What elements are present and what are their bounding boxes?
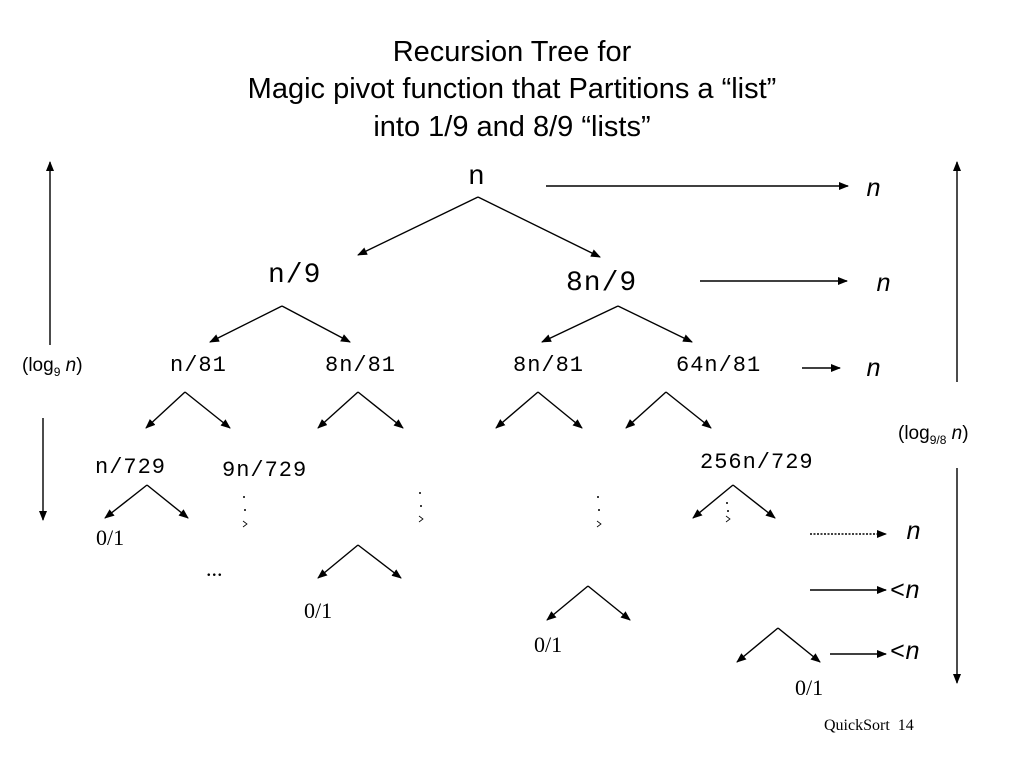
tree-node: 8n/81 [513, 353, 585, 378]
ellipsis: ... [206, 556, 223, 581]
edge [357, 196, 479, 256]
tree-node-root: n [468, 162, 486, 193]
edge [184, 391, 231, 429]
edge [317, 391, 359, 429]
footer-label: QuickSort [824, 717, 890, 734]
edge [145, 391, 186, 429]
edge [777, 627, 821, 663]
edge [495, 391, 539, 429]
edge [665, 391, 712, 429]
leaf-node: 0/1 [534, 632, 563, 657]
edge [541, 305, 619, 343]
edge [692, 484, 734, 519]
edge [477, 196, 601, 258]
tree-node: 256n/729 [700, 450, 814, 475]
level-sum: n [866, 175, 882, 204]
edge [317, 544, 359, 579]
tree-node: n/81 [170, 353, 227, 378]
edge [281, 305, 351, 343]
edge [625, 391, 667, 429]
leaf-node: 0/1 [795, 675, 824, 700]
continuation-dots [242, 492, 731, 528]
edge [546, 585, 589, 621]
tree-node: 64n/81 [676, 353, 762, 378]
footer: QuickSort 14 [824, 718, 914, 734]
title-line-1: Recursion Tree for [392, 36, 632, 68]
tree-node: 8n/9 [566, 268, 638, 299]
level-sum: <n [890, 577, 921, 606]
tree-node: 8n/81 [325, 353, 397, 378]
edge [146, 484, 189, 519]
page-number: 14 [897, 717, 914, 734]
tree-node: n/9 [268, 260, 322, 291]
level-sum: n [876, 270, 892, 299]
edge [732, 484, 776, 519]
edge [209, 305, 283, 343]
title-line-2: Magic pivot function that Partitions a “… [247, 73, 777, 105]
title-line-3: into 1/9 and 8/9 “lists” [373, 111, 651, 143]
edge [357, 544, 402, 579]
edge [736, 627, 779, 663]
leaf-node: 0/1 [304, 598, 333, 623]
edge [357, 391, 404, 429]
tree-node: n/729 [95, 455, 167, 480]
depth-label-right: (log9/8 n) [898, 423, 969, 447]
depth-label-left: (log9 n) [22, 355, 83, 379]
edge [617, 305, 693, 343]
level-sum: <n [890, 638, 921, 667]
level-sum: n [866, 355, 882, 384]
leaf-node: 0/1 [96, 525, 125, 550]
level-sum: n [906, 518, 922, 547]
edge [587, 585, 631, 621]
tree-node: 9n/729 [222, 458, 308, 483]
edge [104, 484, 148, 519]
edge [537, 391, 583, 429]
